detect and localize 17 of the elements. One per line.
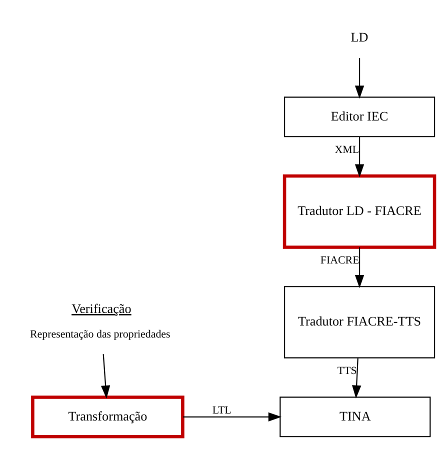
node-box: Tradutor FIACRE-TTS [284, 286, 436, 358]
edge-label: LTL [212, 404, 232, 417]
node-box: TINA [280, 396, 431, 438]
arrow [100, 354, 110, 399]
arrow [354, 247, 364, 288]
node-text: LD [350, 29, 368, 44]
arrow [352, 358, 362, 399]
node-box: Editor IEC [284, 96, 436, 138]
node-box: Transformação [31, 396, 184, 438]
arrow [354, 58, 364, 99]
node-box: Tradutor LD - FIACRE [282, 174, 436, 249]
arrow [183, 412, 282, 422]
edge-label: XML [334, 144, 360, 156]
arrow [354, 136, 364, 178]
node-text: Verificação Representação das propriedades [30, 301, 170, 341]
edge-label: FIACRE [320, 254, 360, 267]
edge-label: TTS [337, 365, 357, 378]
